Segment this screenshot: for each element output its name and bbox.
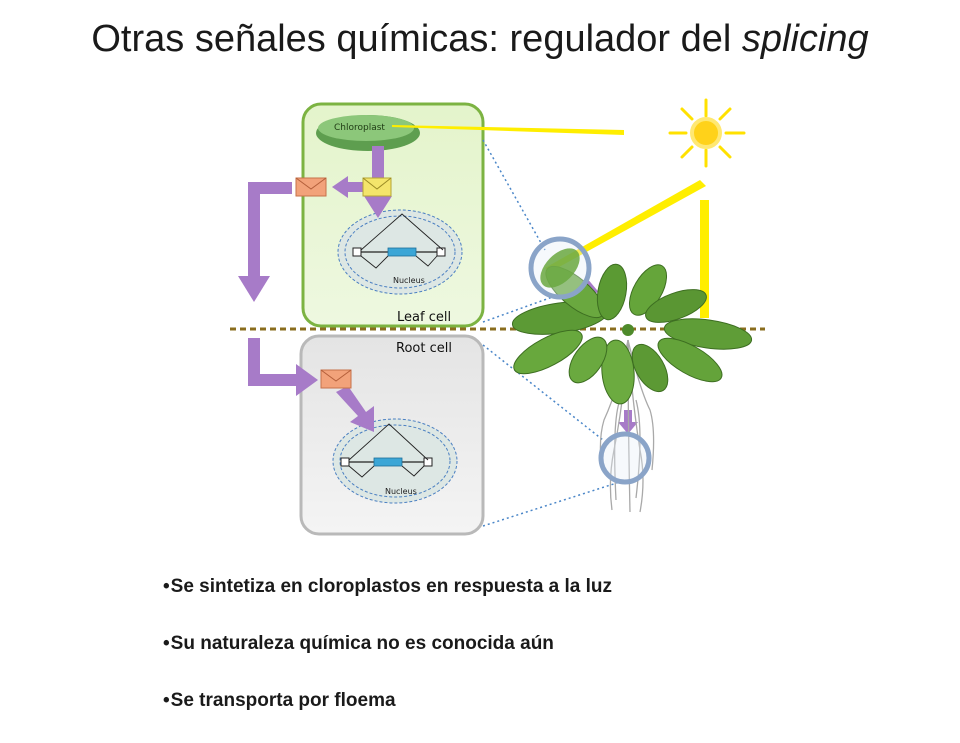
zoom-circles xyxy=(528,236,652,485)
arrow-envelope-left xyxy=(346,182,364,192)
signal-arrows xyxy=(238,146,638,434)
root-exon xyxy=(373,457,403,467)
bullet-item: Se sintetiza en cloroplastos en respuest… xyxy=(163,572,612,629)
bullet-item: Su naturaleza química no es conocida aún xyxy=(163,629,612,686)
root-zoom-circle xyxy=(598,431,652,485)
root-nucleus-label: Nucleus xyxy=(385,487,417,496)
plant-icon xyxy=(511,263,753,513)
envelope-icon xyxy=(362,177,392,197)
chloroplast-label: Chloroplast xyxy=(334,123,385,133)
arrow-leaf-down-v xyxy=(248,182,260,278)
leaf-exon xyxy=(387,247,417,257)
splicing-signal-diagram: Chloroplast Nucleus Nucleus xyxy=(230,98,765,536)
title-main: Otras señales químicas: regulador del xyxy=(91,18,742,60)
envelope-icon xyxy=(295,177,327,197)
root-cell-label: Root cell xyxy=(396,341,452,356)
arrow-root-right-h xyxy=(248,374,298,386)
leaf-nucleus-label: Nucleus xyxy=(393,276,425,285)
arrow-envelope-nucleus xyxy=(336,386,374,432)
sunlight-beams xyxy=(392,125,709,318)
bullet-list: Se sintetiza en cloroplastos en respuest… xyxy=(163,572,612,743)
title-emphasis: splicing xyxy=(741,18,869,60)
chloroplast: Chloroplast xyxy=(316,115,420,151)
root-nucleus: Nucleus xyxy=(332,418,458,504)
zoom-connectors xyxy=(482,139,627,527)
envelope-icon xyxy=(320,369,352,389)
slide-title: Otras señales químicas: regulador del sp… xyxy=(0,18,960,61)
bullet-item: Se transporta por floema xyxy=(163,686,612,743)
arrow-leaf-down-h xyxy=(260,182,292,194)
sun-icon xyxy=(668,98,746,168)
leaf-nucleus: Nucleus xyxy=(337,209,463,295)
leaf-cell-label: Leaf cell xyxy=(397,310,451,325)
